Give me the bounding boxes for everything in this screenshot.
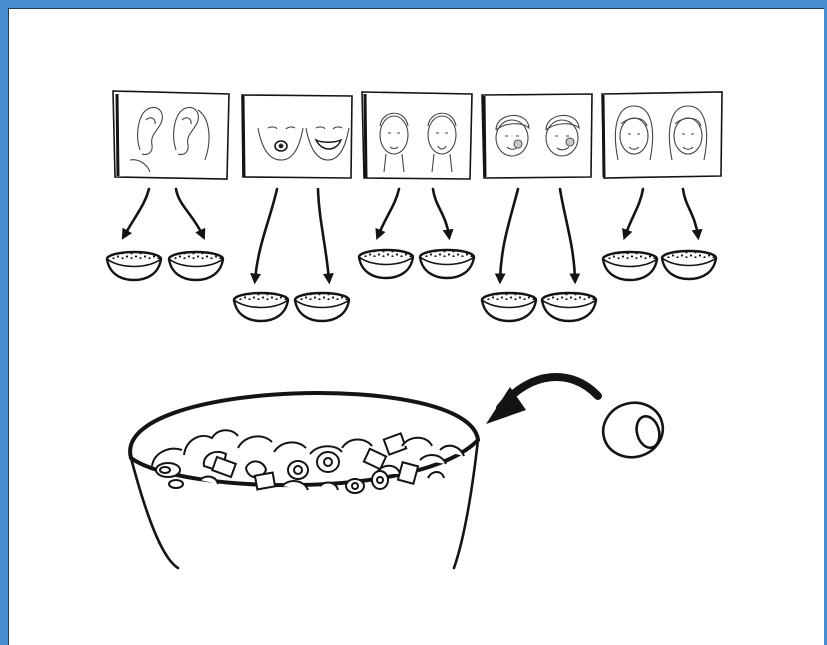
arrow-women-left: [625, 189, 643, 236]
small-bowl: [359, 250, 413, 278]
arrow-boys-left: [500, 189, 518, 280]
mouths-panel: [242, 95, 352, 178]
arrow-men-right: [433, 189, 449, 236]
arrow-ears-left: [124, 189, 149, 236]
small-bowl: [542, 293, 596, 321]
arrow-mouths-right: [318, 189, 329, 280]
small-bowl: [107, 252, 161, 280]
small-bowl: [603, 252, 657, 280]
small-bowl: [420, 250, 474, 278]
add-to-bowl-arrow: [486, 377, 598, 424]
boys-faces-panel: [482, 94, 592, 178]
small-bowl: [295, 293, 349, 321]
arrow-mouths-left: [255, 189, 277, 280]
small-bowl: [234, 293, 288, 321]
arrow-women-right: [683, 189, 698, 236]
single-cereal-piece: [597, 396, 669, 464]
arrow-men-left: [378, 189, 399, 236]
small-bowl: [169, 252, 223, 280]
men-faces-panel: [362, 92, 472, 179]
large-mixed-bowl: [130, 393, 478, 568]
arrow-ears-right: [176, 189, 203, 236]
ears-panel: [113, 91, 229, 179]
arrow-boys-right: [560, 189, 575, 280]
small-bowls: [107, 250, 716, 321]
women-faces-panel: [602, 92, 722, 178]
small-bowl: [662, 251, 716, 279]
small-bowl: [482, 293, 536, 321]
